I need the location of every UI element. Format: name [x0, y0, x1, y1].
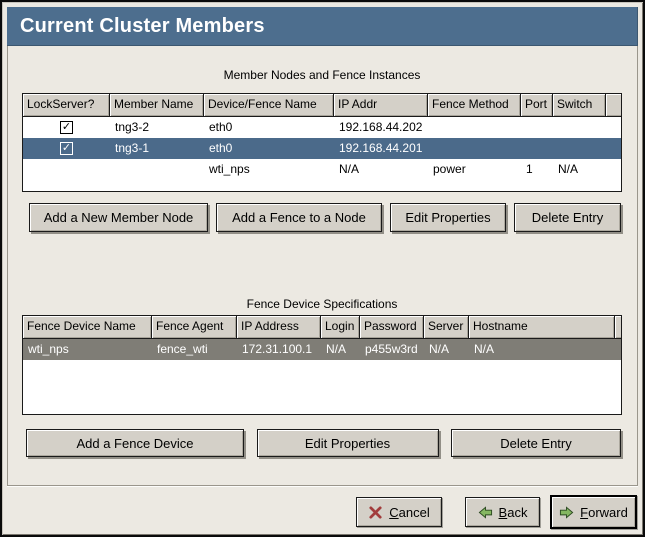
member-name-column-header[interactable]: Member Name: [110, 94, 204, 116]
cell-lockserver: ✓: [23, 138, 110, 159]
arrow-right-icon: [559, 505, 574, 520]
cell-port: [521, 117, 553, 138]
column-header-filler: [615, 316, 621, 338]
ip-addr-column-header[interactable]: IP Addr: [334, 94, 428, 116]
cell-ip-addr: N/A: [339, 162, 360, 176]
cell-member-name: tng3-2: [115, 120, 150, 134]
member-nodes-table-body: ✓ tng3-2 eth0 192.168.44.202 ✓ tng3-1 eth0 192.…: [23, 117, 621, 191]
cancel-button-label: Cancel: [389, 504, 430, 520]
cell-switch: N/A: [558, 162, 579, 176]
lockserver-column-header[interactable]: LockServer?: [23, 94, 110, 116]
server-column-header[interactable]: Server: [424, 316, 469, 338]
edit-properties-button[interactable]: Edit Properties: [256, 429, 439, 457]
device-actions-row: Add a Fence Device Edit Properties Delete …: [26, 429, 621, 457]
forward-button[interactable]: Forward: [550, 495, 637, 529]
cell-device-fence-name: eth0: [209, 141, 233, 155]
column-header-filler: [606, 94, 621, 116]
lockserver-checkbox[interactable]: ✓: [60, 121, 73, 134]
cell-server: N/A: [429, 342, 450, 356]
members-table-caption: Member Nodes and Fence Instances: [223, 68, 421, 82]
fence-devices-table-body: wti_nps fence_wti 172.31.100.1 N/A p455w3rd N…: [23, 339, 621, 414]
cell-ip-address: 172.31.100.1: [242, 342, 313, 356]
login-column-header[interactable]: Login: [321, 316, 360, 338]
content-panel: [7, 46, 638, 486]
cell-member-name: [110, 159, 204, 180]
lockserver-checkbox[interactable]: ✓: [60, 142, 73, 155]
edit-properties-button[interactable]: Edit Properties: [390, 203, 506, 232]
cell-password: p455w3rd: [365, 342, 418, 356]
add-a-fence-device-button[interactable]: Add a Fence Device: [26, 429, 244, 457]
cell-switch: [553, 138, 606, 159]
fence-agent-column-header[interactable]: Fence Agent: [152, 316, 237, 338]
fence-device-name-column-header[interactable]: Fence Device Name: [23, 316, 152, 338]
page-title: Current Cluster Members: [20, 15, 265, 37]
cell-fence-method: [428, 138, 521, 159]
device-fence-name-column-header[interactable]: Device/Fence Name: [204, 94, 334, 116]
cell-port: [521, 138, 553, 159]
wti-nps-row[interactable]: wti_nps N/A power 1 N/A: [23, 159, 621, 180]
delete-entry-button[interactable]: Delete Entry: [451, 429, 621, 457]
cancel-button[interactable]: Cancel: [356, 497, 442, 527]
member-actions-row: Add a New Member Node Add a Fence to a No…: [29, 203, 621, 232]
add-a-fence-to-a-node-button[interactable]: Add a Fence to a Node: [216, 203, 382, 232]
cell-hostname: N/A: [474, 342, 495, 356]
back-button-label: Back: [498, 504, 528, 520]
devices-table-caption: Fence Device Specifications: [246, 297, 398, 311]
cell-device-fence-name: wti_nps: [209, 162, 250, 176]
tng3-2-row[interactable]: ✓ tng3-2 eth0 192.168.44.202: [23, 117, 621, 138]
arrow-left-icon: [478, 505, 493, 520]
switch-column-header[interactable]: Switch: [553, 94, 606, 116]
cell-ip-addr: 192.168.44.202: [339, 120, 423, 134]
cell-fence-device-name: wti_nps: [28, 342, 69, 356]
back-button[interactable]: Back: [465, 497, 540, 527]
cell-device-fence-name: eth0: [209, 120, 233, 134]
cancel-x-icon: [368, 505, 383, 520]
cell-fence-method: [428, 117, 521, 138]
cell-port: 1: [526, 162, 533, 176]
cell-ip-addr: 192.168.44.201: [339, 141, 423, 155]
add-a-new-member-node-button[interactable]: Add a New Member Node: [29, 203, 208, 232]
cell-fence-agent: fence_wti: [157, 342, 208, 356]
cell-member-name: tng3-1: [115, 141, 150, 155]
cell-login: N/A: [326, 342, 347, 356]
ip-address-column-header[interactable]: IP Address: [237, 316, 321, 338]
wti-nps-row[interactable]: wti_nps fence_wti 172.31.100.1 N/A p455w3rd N…: [23, 339, 621, 360]
forward-button-label: Forward: [580, 504, 628, 520]
hostname-column-header[interactable]: Hostname: [469, 316, 615, 338]
fence-method-column-header[interactable]: Fence Method: [428, 94, 521, 116]
cell-switch: [553, 117, 606, 138]
cell-fence-method: power: [433, 162, 466, 176]
cell-lockserver: [23, 159, 110, 180]
dialog-header: Current Cluster Members: [7, 7, 638, 46]
delete-entry-button[interactable]: Delete Entry: [514, 203, 621, 232]
tng3-1-row[interactable]: ✓ tng3-1 eth0 192.168.44.201: [23, 138, 621, 159]
password-column-header[interactable]: Password: [360, 316, 424, 338]
port-column-header[interactable]: Port: [521, 94, 553, 116]
cell-lockserver: ✓: [23, 117, 110, 138]
